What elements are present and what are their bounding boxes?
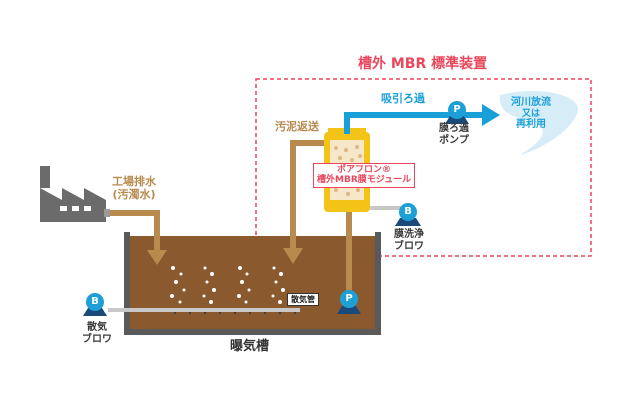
feed-pump-icon[interactable]: P <box>340 290 358 308</box>
filtration-pump-label-line2: ポンプ <box>439 134 469 146</box>
mbr-unit-outline <box>255 78 592 257</box>
sludge-return-label: 汚泥返送 <box>275 120 319 133</box>
river-label-line3: 再利用 <box>516 118 546 130</box>
diffuser-pipe <box>108 308 300 314</box>
tank-label: 曝気槽 <box>230 339 270 354</box>
river-label: 河川放流 又は 再利用 <box>511 97 551 130</box>
filtration-pump-label-line1: 膜ろ過 <box>439 123 469 134</box>
aeration-blower-label-line2: ブロワ <box>82 333 112 345</box>
module-label-brand: ポアフロン® <box>337 165 392 175</box>
sludge-return-pipe <box>283 140 330 264</box>
influent-pipe <box>110 210 167 265</box>
wash-blower-icon[interactable]: B <box>399 203 417 221</box>
unit-title: 槽外 MBR 標準装置 <box>358 56 488 72</box>
filtration-pump-icon[interactable]: P <box>448 101 466 119</box>
suction-label: 吸引ろ過 <box>381 92 425 105</box>
factory-label-line1: 工場排水 <box>112 175 156 188</box>
wash-blower-label: 膜洗浄 ブロワ <box>394 229 424 252</box>
aeration-blower-label: 散気 ブロワ <box>82 322 112 345</box>
module-label: ポアフロン® 槽外MBR膜モジュール <box>313 163 416 188</box>
river-icon <box>499 90 579 155</box>
module-label-type: 槽外MBR膜モジュール <box>317 175 412 186</box>
wash-blower-label-line2: ブロワ <box>394 240 424 252</box>
aeration-blower-icon[interactable]: B <box>86 293 104 311</box>
filtration-pump-base <box>445 116 469 124</box>
factory-label-line2: (汚濁水) <box>112 187 156 201</box>
permeate-line <box>344 104 500 134</box>
tank-sludge <box>130 236 375 329</box>
diffuser-pipe-label: 散気管 <box>287 293 319 307</box>
wash-blower-label-line1: 膜洗浄 <box>394 229 424 240</box>
factory-icon <box>40 166 110 222</box>
aeration-blower-base <box>83 308 107 316</box>
tank-wall <box>124 232 381 335</box>
filtration-pump-label: 膜ろ過 ポンプ <box>439 123 469 146</box>
wash-blower-pipe <box>370 206 421 226</box>
feed-riser-pipe <box>346 212 352 304</box>
river-label-line2: 又は <box>521 108 540 119</box>
river-label-line1: 河川放流 <box>511 97 551 108</box>
bubbles <box>170 266 285 304</box>
feed-pump-base <box>337 306 361 314</box>
factory-label: 工場排水 (汚濁水) <box>112 175 156 201</box>
aeration-tank <box>124 232 381 335</box>
aeration-blower-label-line1: 散気 <box>87 322 107 333</box>
